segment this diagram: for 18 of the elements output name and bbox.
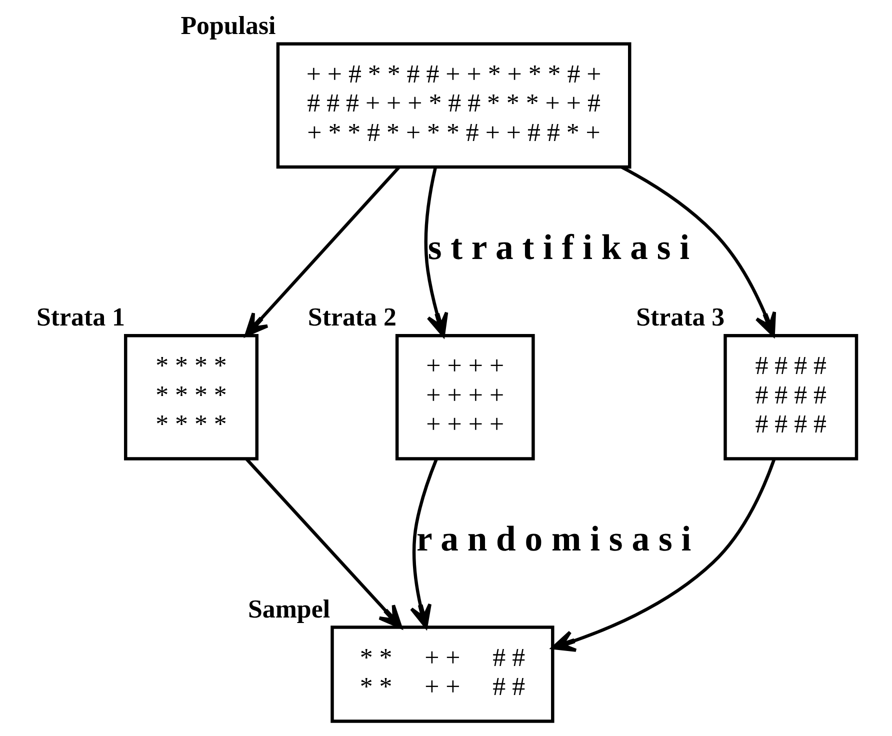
node-label: Strata 3 xyxy=(636,302,724,332)
arrow xyxy=(409,458,438,629)
node-box: # # # # # # # # # # # # xyxy=(723,334,858,460)
arrow xyxy=(424,167,448,338)
node-label: Sampel xyxy=(247,594,330,624)
arrow xyxy=(550,458,776,652)
edge-label: r a n d o m i s a s i xyxy=(416,518,691,558)
edge-label: s t r a t i f i k a s i xyxy=(427,226,690,267)
arrow xyxy=(244,458,402,629)
node-box: * * * * * * * * * * * * xyxy=(124,334,258,460)
node-box: + + # * * # # + + * + * * # + # # # + + + * # # * * * + + # + * * # * + * * # + + # # * + xyxy=(276,42,631,169)
node-label: Strata 1 xyxy=(36,302,124,332)
arrow xyxy=(244,166,400,337)
node-box: + + + + + + + + + + + + xyxy=(394,334,534,460)
arrow xyxy=(620,166,776,337)
node-box: * * + + # # * * + + # # xyxy=(330,626,554,723)
node-label: Strata 2 xyxy=(307,302,396,332)
node-label: Populasi xyxy=(180,10,276,40)
